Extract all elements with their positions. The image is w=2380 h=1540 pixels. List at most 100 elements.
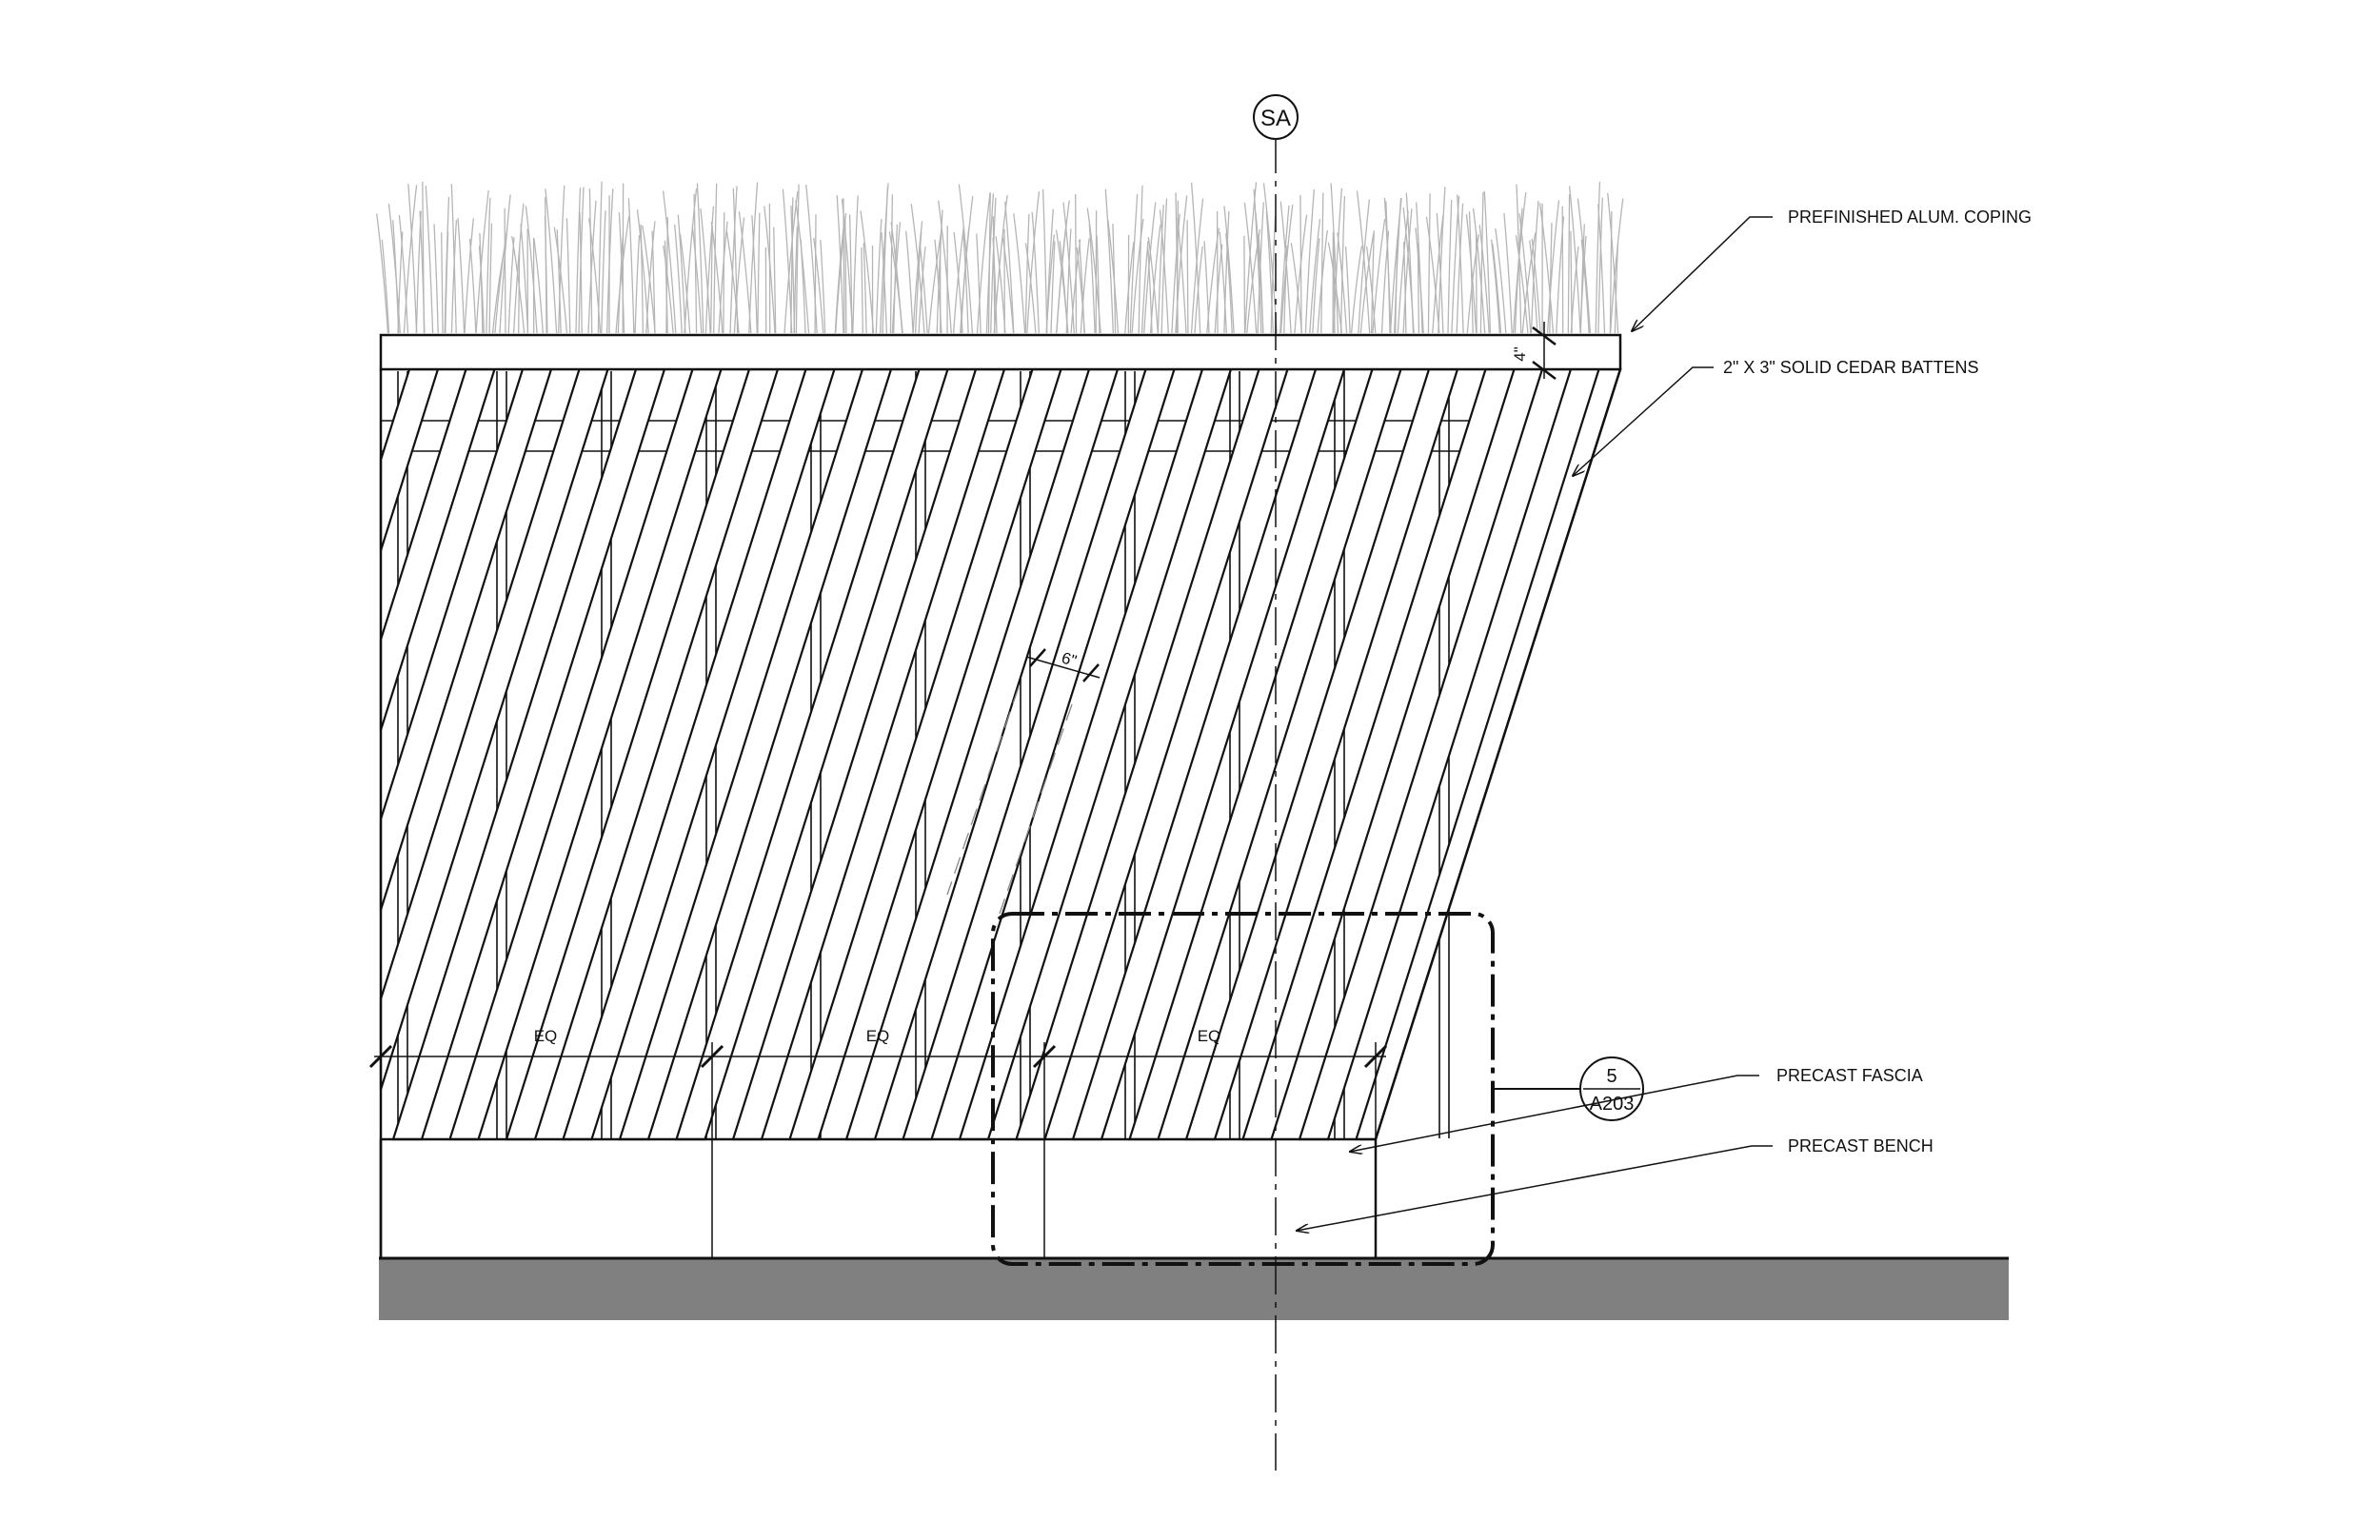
grass-blade <box>919 246 928 334</box>
grass-blade <box>1472 207 1486 334</box>
grass-blade <box>875 218 883 334</box>
grass-blade <box>1223 206 1235 334</box>
grass-blade <box>433 224 439 334</box>
battens-note: 2" X 3" SOLID CEDAR BATTENS <box>1723 358 1979 377</box>
grass-blade <box>1140 241 1149 334</box>
grass-blade <box>1107 219 1120 334</box>
grass-blade <box>1265 211 1274 334</box>
grass-blade <box>962 230 969 334</box>
grass-blade <box>1190 182 1201 334</box>
planting-grass <box>376 181 1624 334</box>
grass-blade <box>1538 203 1555 334</box>
spacing-label: 6" <box>1060 649 1079 671</box>
fascia-note: PRECAST FASCIA <box>1776 1066 1923 1085</box>
grass-blade <box>645 221 656 334</box>
grass-blade <box>1465 213 1478 334</box>
grass-blade <box>588 218 602 334</box>
grass-blade <box>1299 194 1302 334</box>
grass-blade <box>976 191 991 334</box>
grass-blade <box>1024 243 1037 334</box>
grass-blade <box>1609 210 1613 334</box>
grass-blade <box>1309 219 1321 334</box>
grass-blade <box>795 184 800 334</box>
grass-blade <box>1333 246 1336 334</box>
grass-blade <box>814 214 817 334</box>
grass-blade <box>710 222 724 334</box>
battens-leader <box>1573 366 1714 476</box>
grass-blade <box>889 194 894 334</box>
grass-blade <box>1483 190 1492 334</box>
grass-blade <box>450 220 458 334</box>
grass-blade <box>1320 192 1324 334</box>
grass-blade <box>1159 209 1169 334</box>
grass-blade <box>545 188 558 334</box>
eq-label-1: EQ <box>534 1027 558 1045</box>
grass-blade <box>893 224 899 334</box>
grass-blade <box>918 247 926 334</box>
grass-blade <box>910 204 925 334</box>
bench-leader <box>1297 1145 1773 1231</box>
grass-blade <box>696 183 704 334</box>
grass-blade <box>1243 202 1258 334</box>
grass-blade <box>1580 239 1590 334</box>
grass-blade <box>805 184 818 334</box>
grass-blade <box>836 195 844 334</box>
grass-blade <box>1290 243 1303 334</box>
grass-blade <box>1075 193 1078 334</box>
batten-spacing-dimension <box>1025 648 1101 682</box>
grass-blade <box>841 198 854 334</box>
grass-blade <box>533 238 544 334</box>
grass-blade <box>518 246 521 334</box>
grass-blade <box>640 224 645 334</box>
detail-callout-sheet: A203 <box>1590 1094 1635 1115</box>
grass-blade <box>1175 192 1179 334</box>
coping-note: PREFINISHED ALUM. COPING <box>1788 207 2032 227</box>
grass-blade <box>1492 243 1502 334</box>
grass-blade <box>1475 231 1478 334</box>
grass-blade <box>588 188 593 334</box>
grass-blade <box>1397 210 1409 334</box>
grass-blade <box>450 184 457 334</box>
grass-blade <box>1262 183 1278 334</box>
grass-blade <box>1131 218 1144 334</box>
grass-blade <box>578 187 585 334</box>
grass-blade <box>757 212 761 334</box>
grass-blade <box>1279 201 1292 334</box>
grass-blade <box>1203 241 1210 334</box>
grass-blade <box>634 235 641 334</box>
note-leaders <box>1297 216 1773 1231</box>
grass-blade <box>457 218 466 334</box>
grass-blade <box>504 207 506 334</box>
grass-blade <box>860 210 875 334</box>
grass-blade <box>558 185 565 334</box>
grass-blade <box>1004 201 1015 334</box>
grass-blade <box>1149 225 1161 334</box>
grass-blade <box>618 212 625 334</box>
grass-blade <box>464 218 475 334</box>
grass-blade <box>863 243 867 334</box>
grass-blade <box>1104 188 1114 334</box>
grass-blade <box>1432 215 1444 334</box>
grass-blade <box>852 195 859 334</box>
grass-blade <box>425 186 434 334</box>
grass-blade <box>651 230 656 334</box>
grass-blade <box>764 206 776 334</box>
grass-blade <box>861 247 863 334</box>
grass-blade <box>1157 205 1164 334</box>
section-marker-bubble <box>1253 94 1299 140</box>
detail-callout-number: 5 <box>1606 1066 1616 1087</box>
grass-blade <box>1568 186 1581 334</box>
grass-blade <box>1503 212 1513 334</box>
grass-blade <box>663 245 674 334</box>
grass-blade <box>1045 208 1054 334</box>
grass-blade <box>1570 230 1573 334</box>
grass-blade <box>773 227 777 334</box>
grass-blade <box>1214 244 1223 334</box>
grass-blade <box>912 221 923 334</box>
grass-blade <box>441 232 444 334</box>
grass-blade <box>1129 193 1139 334</box>
grass-blade <box>1447 200 1453 334</box>
grass-blade <box>1294 214 1308 334</box>
grass-blade <box>882 187 889 334</box>
grass-blade <box>938 200 952 334</box>
